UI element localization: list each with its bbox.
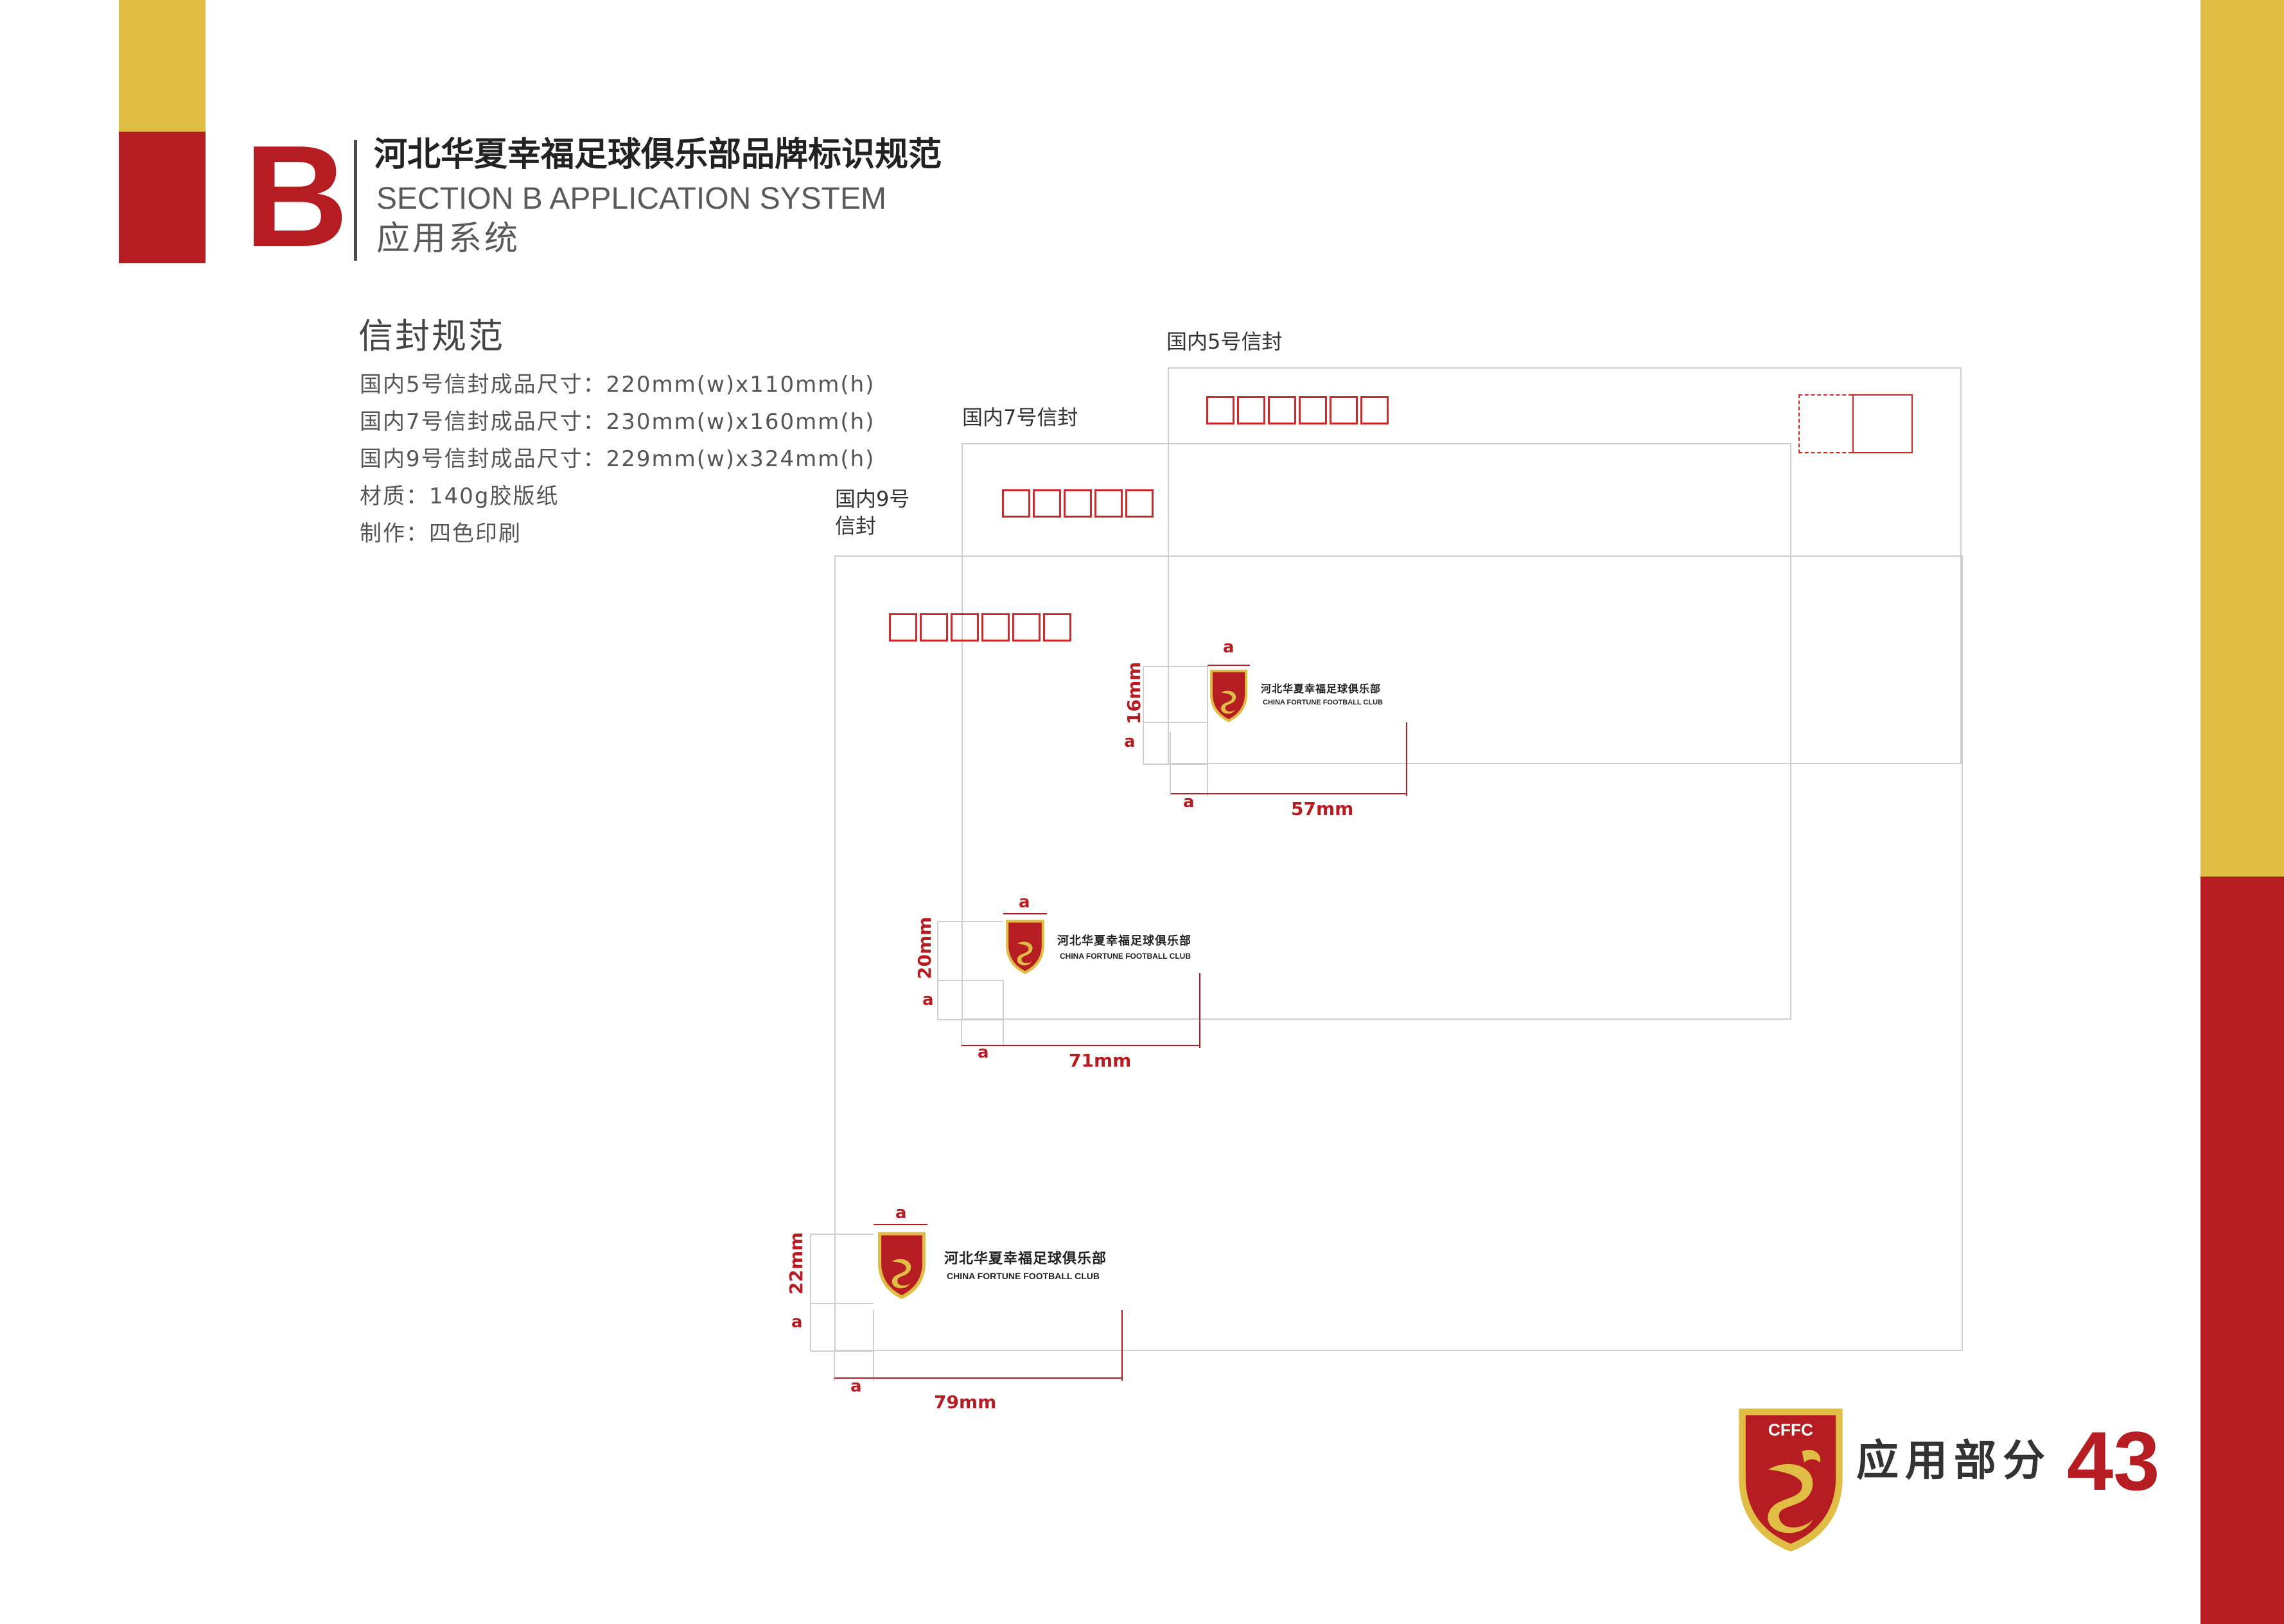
envelope-no9-label-line2: 信封: [835, 514, 877, 538]
envelope-no9-label-line1: 国内9号: [835, 487, 910, 511]
club-name-en: CHINA FORTUNE FOOTBALL CLUB: [1060, 952, 1191, 961]
club-name-cn: 河北华夏幸福足球俱乐部: [944, 1251, 1107, 1267]
envelope-no5: [1168, 367, 1962, 764]
dim-margin-a: a: [978, 1043, 989, 1062]
spec-item: 制作：四色印刷: [360, 521, 522, 546]
spec-item: 国内5号信封成品尺寸：220mm(w)x110mm(h): [360, 372, 875, 397]
postal-code-boxes-no7: [1002, 489, 1154, 518]
page-number: 43: [2067, 1414, 2160, 1508]
crest-initials: CFFC: [1768, 1420, 1813, 1440]
club-crest-logo: CFFC: [1739, 1408, 1843, 1552]
club-crest-icon: [878, 1232, 926, 1299]
spec-title: 信封规范: [358, 316, 505, 356]
stamp-area: [1852, 394, 1913, 453]
spec-list: 国内5号信封成品尺寸：220mm(w)x110mm(h) 国内7号信封成品尺寸：…: [360, 366, 875, 552]
club-name-en: CHINA FORTUNE FOOTBALL CLUB: [947, 1271, 1100, 1281]
dim-logo-height: 22mm: [786, 1232, 807, 1295]
spec-item: 国内9号信封成品尺寸：229mm(w)x324mm(h): [360, 446, 875, 472]
dim-margin-a: a: [1183, 792, 1195, 812]
club-crest-icon: [1209, 669, 1248, 722]
postal-code-boxes-no9: [889, 613, 1071, 642]
club-name-en: CHINA FORTUNE FOOTBALL CLUB: [1263, 699, 1383, 706]
envelope-no5-label: 国内5号信封: [1166, 329, 1283, 354]
spec-item: 国内7号信封成品尺寸：230mm(w)x160mm(h): [360, 409, 875, 435]
dim-logo-height: 20mm: [914, 916, 935, 979]
dim-logo-width: 79mm: [934, 1392, 997, 1413]
footer-label: 应用部分: [1856, 1436, 2051, 1485]
page-title: 河北华夏幸福足球俱乐部品牌标识规范: [374, 135, 942, 174]
envelope-no7-label: 国内7号信封: [962, 405, 1078, 430]
envelope-no7: [962, 443, 1791, 1020]
dim-logo-width: 71mm: [1069, 1050, 1132, 1071]
section-letter: B: [244, 115, 349, 277]
section-subtitle-cn: 应用系统: [376, 220, 521, 258]
edge-red-bar: [2201, 877, 2284, 1624]
header-red-block: [119, 132, 206, 263]
dim-logo-height: 16mm: [1123, 661, 1145, 724]
envelope-no9: [834, 555, 1963, 1351]
section-subtitle-en: SECTION B APPLICATION SYSTEM: [376, 182, 886, 216]
dim-margin-a: a: [850, 1377, 862, 1396]
club-name-cn: 河北华夏幸福足球俱乐部: [1057, 934, 1191, 948]
dim-margin-a: a: [1223, 638, 1234, 657]
dim-logo-width: 57mm: [1291, 798, 1354, 819]
dim-margin-a: a: [791, 1313, 803, 1332]
stamp-area-dashed: [1798, 394, 1852, 453]
edge-yellow-bar: [2201, 0, 2284, 877]
postal-code-boxes-no5: [1206, 396, 1389, 424]
header-yellow-block: [119, 0, 206, 132]
dim-margin-a: a: [1019, 893, 1030, 912]
dim-margin-a: a: [922, 990, 934, 1009]
dim-margin-a: a: [1124, 732, 1136, 751]
club-crest-icon: [1006, 920, 1044, 974]
club-name-cn: 河北华夏幸福足球俱乐部: [1261, 683, 1382, 695]
spec-item: 材质：140g胶版纸: [360, 484, 559, 509]
dim-margin-a: a: [895, 1203, 907, 1223]
header-divider: [354, 140, 357, 261]
